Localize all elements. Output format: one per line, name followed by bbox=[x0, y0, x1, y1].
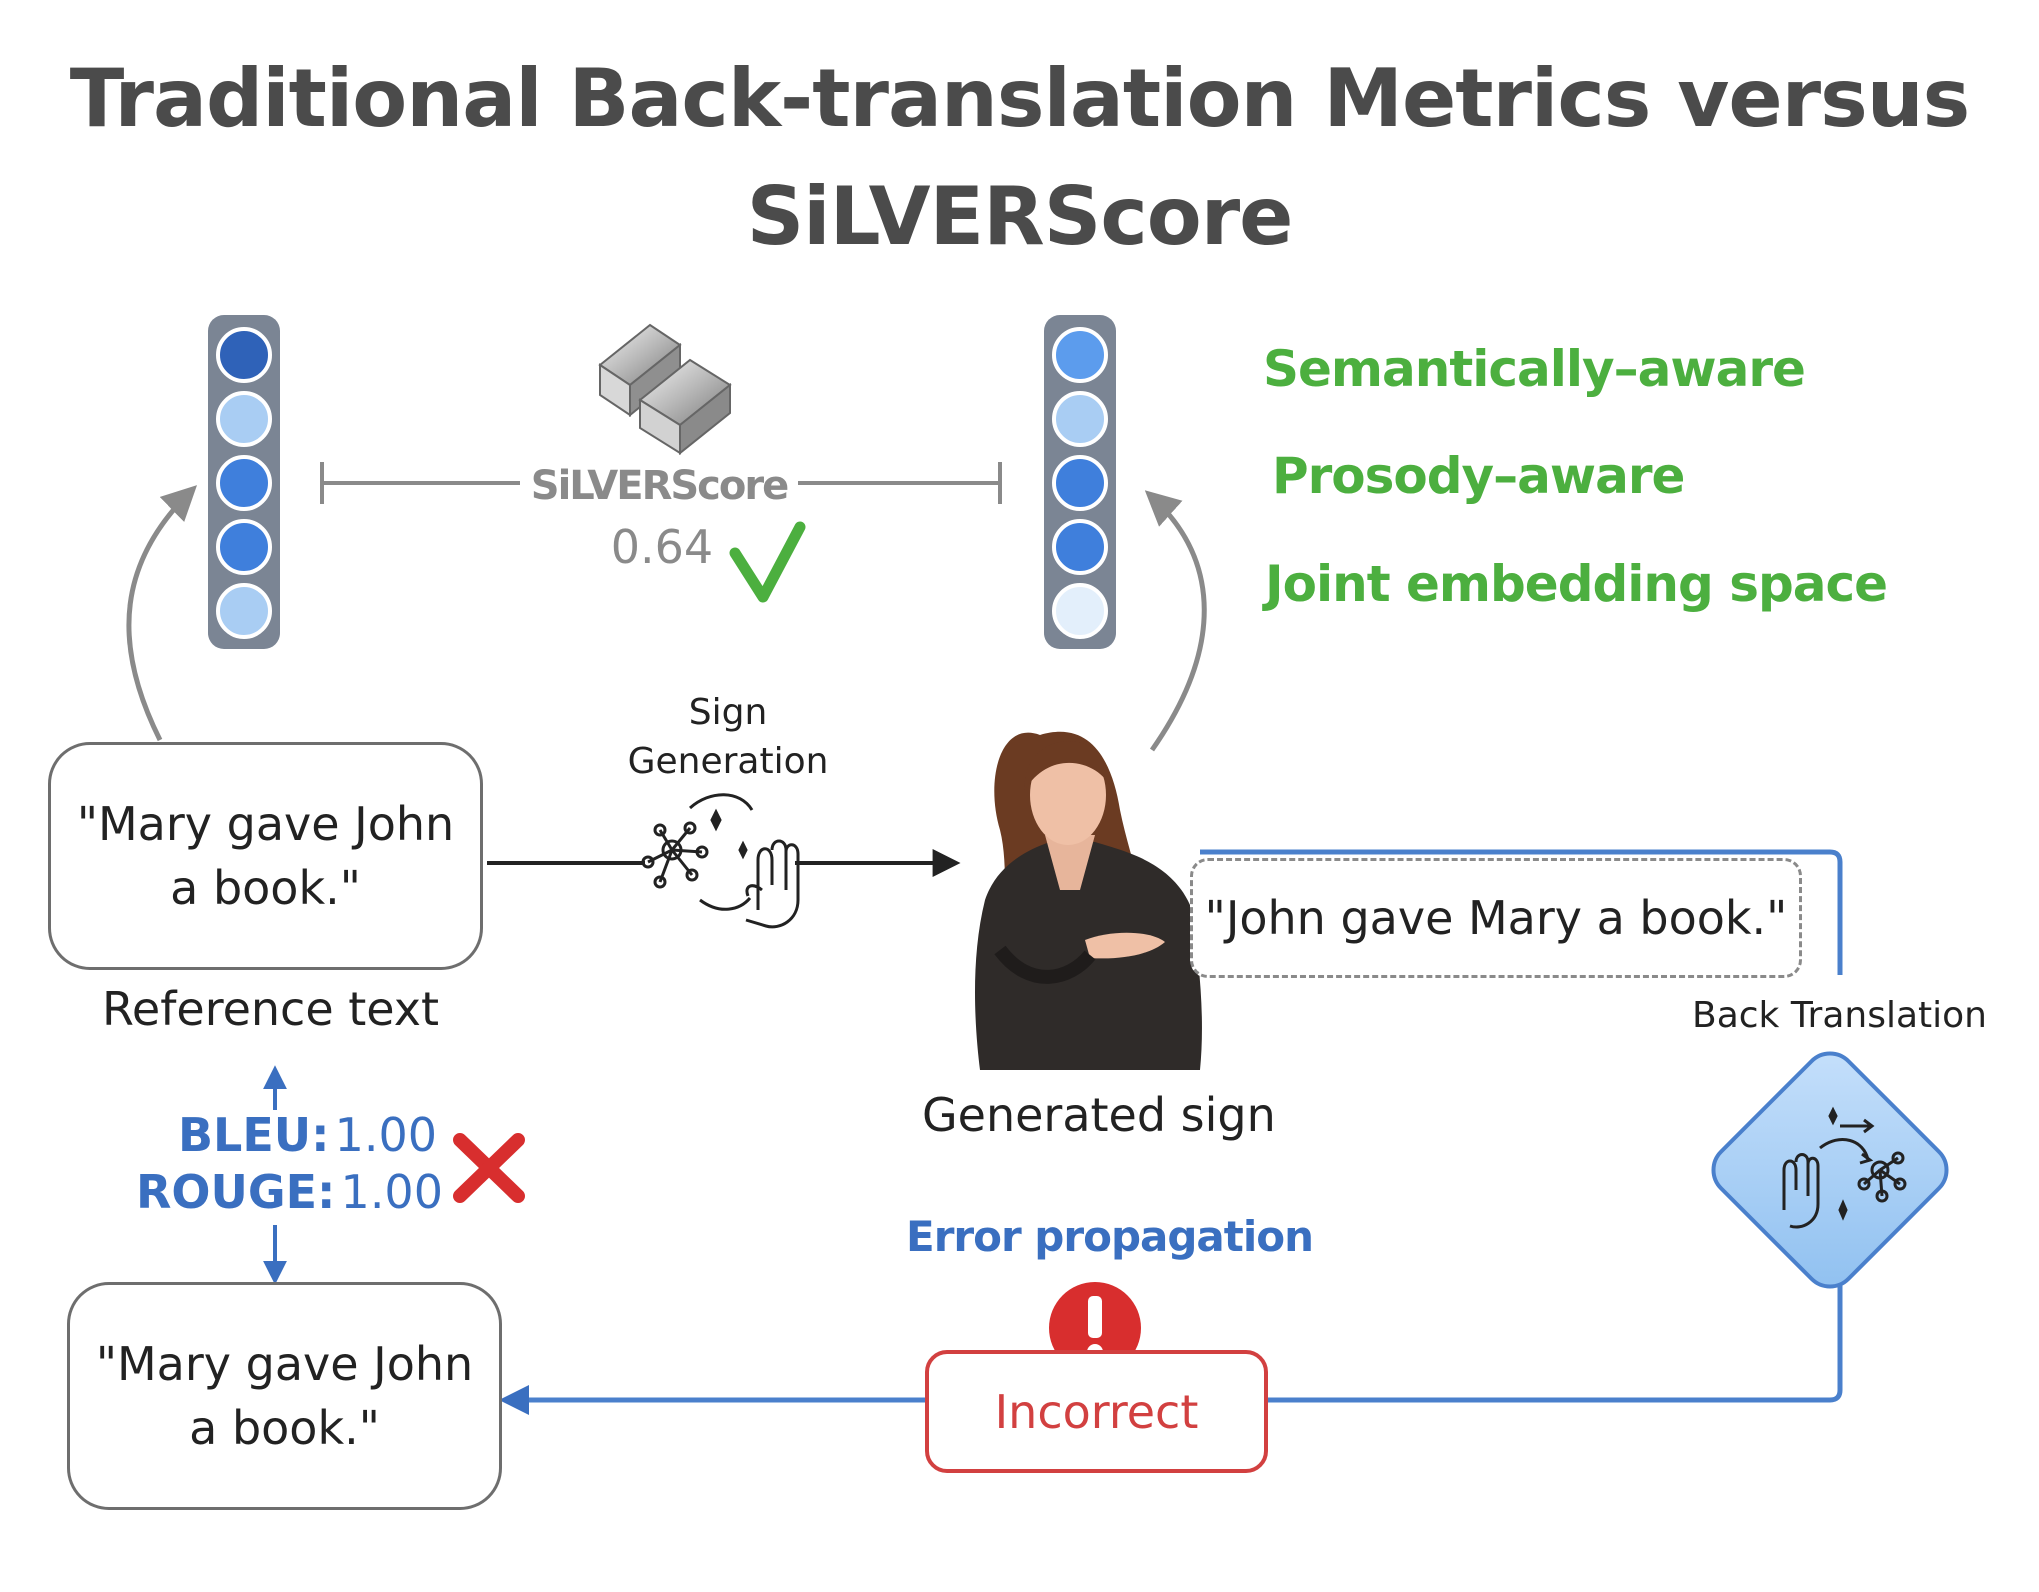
back-translated-text: "John gave Mary a book." bbox=[1204, 891, 1788, 945]
reference-text-line1: "Mary gave John bbox=[76, 796, 455, 851]
feature-semantically-aware: Semantically–aware bbox=[1263, 340, 1806, 398]
embedding-right-node-1 bbox=[1052, 327, 1108, 383]
reference-text-label: Reference text bbox=[102, 982, 440, 1036]
incorrect-label: Incorrect bbox=[994, 1384, 1199, 1439]
metric-bleu: BLEU: 1.00 bbox=[178, 1108, 437, 1162]
error-propagation-label: Error propagation bbox=[906, 1212, 1314, 1261]
metric-rouge-value: 1.00 bbox=[340, 1165, 443, 1219]
embedding-left-node-5 bbox=[216, 583, 272, 639]
embedding-right-node-3 bbox=[1052, 455, 1108, 511]
page-title-line1: Traditional Back-translation Metrics ver… bbox=[69, 52, 1971, 145]
feature-joint-embedding: Joint embedding space bbox=[1265, 555, 1888, 613]
embedding-column-left bbox=[208, 315, 280, 649]
check-icon bbox=[729, 521, 806, 603]
network-hand-icon bbox=[641, 793, 800, 929]
reference-text-line2: a book." bbox=[170, 861, 361, 915]
generated-sign-label: Generated sign bbox=[922, 1088, 1276, 1142]
embedding-right-node-2 bbox=[1052, 391, 1108, 447]
output-text-line2: a book." bbox=[189, 1401, 380, 1455]
output-text-line1: "Mary gave John bbox=[95, 1336, 474, 1391]
embedding-right-node-4 bbox=[1052, 519, 1108, 575]
sign-generation-label-line1: Sign bbox=[689, 692, 768, 733]
metric-rouge: ROUGE: 1.00 bbox=[136, 1165, 443, 1219]
metric-bleu-value: 1.00 bbox=[334, 1108, 438, 1162]
back-translation-icon bbox=[1711, 1051, 1949, 1289]
silverscore-label: SiLVERScore bbox=[531, 463, 788, 509]
metric-rouge-name: ROUGE: bbox=[136, 1165, 336, 1219]
silverscore-bracket bbox=[320, 462, 1002, 504]
cross-icon bbox=[453, 1133, 525, 1203]
arrow-sign-to-embedding bbox=[1144, 490, 1207, 752]
back-translated-text-box: "John gave Mary a book." bbox=[1190, 858, 1802, 978]
embedding-column-right bbox=[1044, 315, 1116, 649]
metric-bleu-name: BLEU: bbox=[178, 1108, 330, 1162]
feature-prosody-aware: Prosody–aware bbox=[1272, 447, 1685, 505]
reference-text-box: "Mary gave John a book." bbox=[48, 742, 483, 970]
incorrect-box: Incorrect bbox=[925, 1350, 1268, 1473]
arrow-reference-to-embedding bbox=[126, 485, 198, 742]
silver-bars-icon bbox=[598, 323, 732, 456]
embedding-left-node-3 bbox=[216, 455, 272, 511]
embedding-left-node-1 bbox=[216, 327, 272, 383]
embedding-right-node-5 bbox=[1052, 583, 1108, 639]
silverscore-value: 0.64 bbox=[611, 520, 713, 574]
embedding-left-node-4 bbox=[216, 519, 272, 575]
embedding-left-node-2 bbox=[216, 391, 272, 447]
sign-generation-label-line2: Generation bbox=[628, 741, 829, 782]
back-translation-return bbox=[1268, 1282, 1843, 1403]
page-title-line2: SiLVERScore bbox=[746, 170, 1294, 263]
back-translation-label: Back Translation bbox=[1692, 995, 1987, 1036]
output-text-box: "Mary gave John a book." bbox=[67, 1282, 502, 1510]
signer-figure bbox=[975, 731, 1202, 1070]
back-translation-connector bbox=[1200, 849, 1843, 975]
